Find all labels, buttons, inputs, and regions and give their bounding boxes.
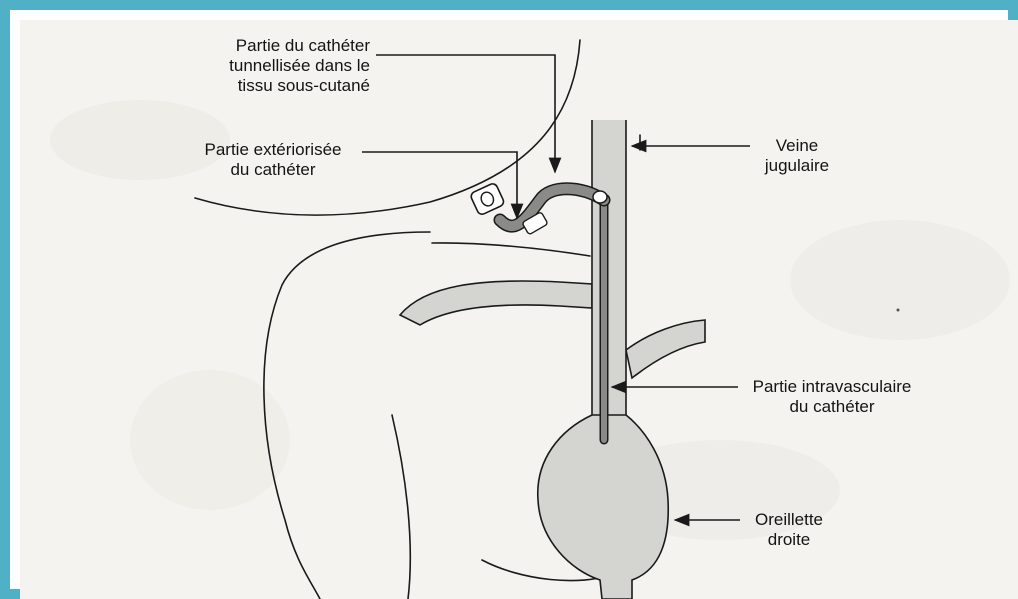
label-line: jugulaire bbox=[752, 156, 842, 176]
label-line: droite bbox=[744, 530, 834, 550]
clavicle-line bbox=[432, 243, 590, 256]
label-line: Partie extériorisée bbox=[190, 140, 356, 160]
label-line: tissu sous-cutané bbox=[190, 76, 370, 96]
label-line: du cathéter bbox=[742, 397, 922, 417]
label-line: Partie intravasculaire bbox=[742, 377, 922, 397]
label-jugular-vein: Veine jugulaire bbox=[752, 136, 842, 176]
inner-arm-line bbox=[392, 415, 410, 599]
label-exteriorized-catheter: Partie extériorisée du cathéter bbox=[190, 140, 356, 180]
label-right-atrium: Oreillette droite bbox=[744, 510, 834, 550]
label-line: Partie du cathéter bbox=[190, 36, 370, 56]
catheter-cuff bbox=[593, 191, 607, 203]
label-tunneled-catheter: Partie du cathéter tunnellisée dans le t… bbox=[190, 36, 370, 96]
label-line: Veine bbox=[752, 136, 842, 156]
catheter-connector bbox=[470, 182, 506, 216]
label-line: Oreillette bbox=[744, 510, 834, 530]
label-line: du cathéter bbox=[190, 160, 356, 180]
catheter bbox=[470, 182, 607, 440]
left-subclavian-vein bbox=[400, 281, 592, 325]
tunneled-catheter bbox=[500, 189, 604, 226]
label-intravascular-catheter: Partie intravasculaire du cathéter bbox=[742, 377, 922, 417]
anatomy-drawing bbox=[20, 20, 1018, 599]
label-line: tunnellisée dans le bbox=[190, 56, 370, 76]
catheter-diagram: Partie du cathéter tunnellisée dans le t… bbox=[20, 20, 1018, 599]
tunneled-leader bbox=[376, 55, 555, 172]
right-brachiocephalic-vein bbox=[626, 320, 705, 378]
shoulder-arm-line bbox=[264, 232, 430, 599]
